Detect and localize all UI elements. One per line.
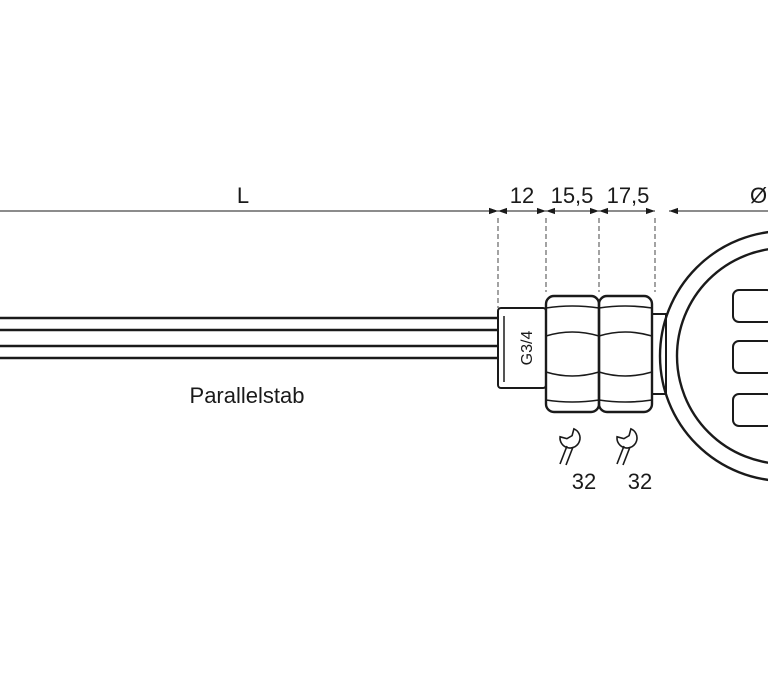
dimension-diameter-label: Ø	[750, 183, 767, 208]
dimension-length-label: L	[237, 183, 249, 208]
extension-lines	[497, 218, 656, 308]
dimension-nut1-label: 15,5	[551, 183, 594, 208]
housing-collar	[651, 313, 667, 395]
wrench-size-1: 32	[572, 469, 596, 494]
thread-label: G3/4	[519, 331, 536, 366]
housing-head	[658, 230, 768, 482]
hex-nut-2	[597, 294, 654, 414]
terminal-blocks	[732, 289, 768, 427]
wrench-icon	[559, 427, 581, 466]
wrench-size-2: 32	[628, 469, 652, 494]
parallel-rod	[0, 316, 498, 360]
hex-nut-1	[544, 294, 601, 414]
dimension-thread-label: 12	[510, 183, 534, 208]
terminal-block-1	[732, 289, 768, 323]
terminal-block-3	[732, 393, 768, 427]
wrench-icon	[616, 427, 638, 466]
terminal-block-2	[732, 340, 768, 374]
dimension-nut2-label: 17,5	[607, 183, 650, 208]
rod-label: Parallelstab	[190, 383, 305, 408]
